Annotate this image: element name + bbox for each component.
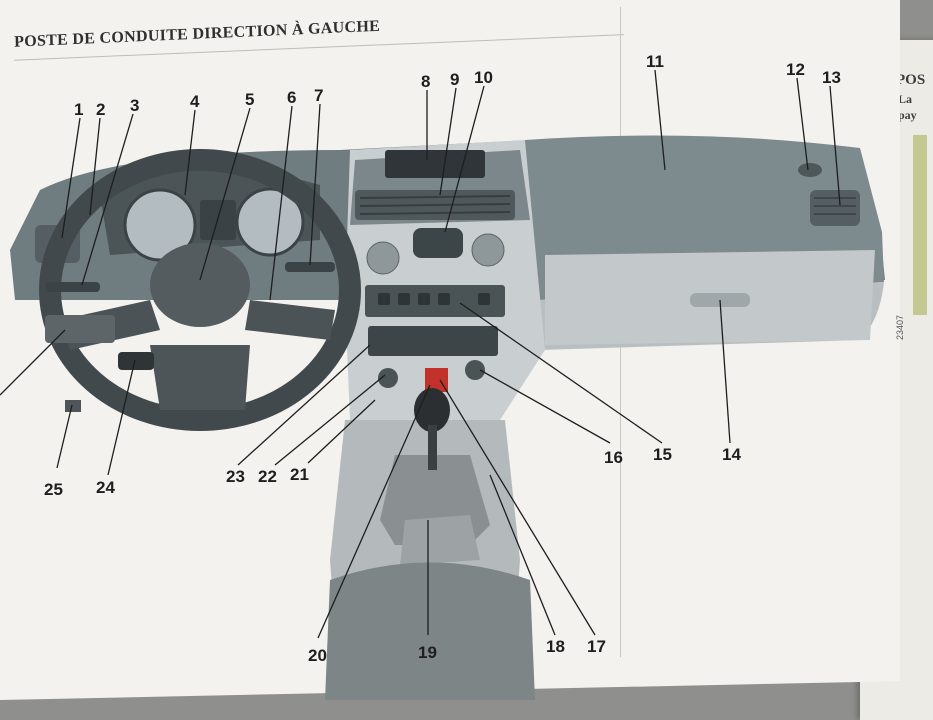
callout-1: 1 (74, 100, 84, 119)
handbrake (400, 515, 480, 565)
right-air-vent (810, 190, 860, 226)
right-stalk (285, 262, 335, 272)
callout-24: 24 (96, 478, 115, 497)
lock-button (465, 360, 485, 380)
left-control-pad (45, 315, 115, 343)
left-stalk (45, 282, 100, 292)
callout-13: 13 (822, 68, 841, 87)
callout-22: 22 (258, 467, 277, 486)
hvac-knob-right (471, 233, 505, 267)
bonnet-release (65, 400, 81, 412)
armrest (325, 562, 535, 700)
figure-reference: 23407 (895, 314, 905, 340)
next-page-line-2: pay (898, 108, 917, 122)
start-button (378, 368, 398, 388)
ignition-lever (118, 352, 154, 370)
callout-12: 12 (786, 60, 805, 79)
radio-buttons (378, 293, 490, 305)
callout-11: 11 (646, 52, 664, 71)
callout-7: 7 (314, 86, 324, 105)
callout-23: 23 (226, 467, 245, 486)
callout-14: 14 (722, 445, 741, 464)
next-page-heading: POS (896, 72, 926, 88)
side-vent-knob (798, 163, 822, 177)
storage-tray (368, 326, 498, 356)
callout-10: 10 (474, 68, 493, 87)
center-display (385, 150, 485, 178)
next-page-line-1: La (898, 92, 913, 106)
steering-wheel-hub (150, 243, 250, 327)
callout-8: 8 (421, 72, 431, 91)
gear-stick (428, 425, 437, 470)
hazard-switch (425, 368, 448, 392)
right-vent-slats (814, 197, 856, 215)
callout-16: 16 (604, 448, 623, 467)
callout-21: 21 (290, 465, 309, 484)
callout-5: 5 (245, 90, 255, 109)
callout-18: 18 (546, 637, 565, 656)
callout-4: 4 (190, 92, 200, 111)
dashboard-illustration (0, 69, 885, 700)
callout-2: 2 (96, 100, 106, 119)
callout-20: 20 (308, 646, 327, 665)
callout-6: 6 (287, 88, 297, 107)
callout-17: 17 (587, 637, 606, 656)
tachometer (235, 187, 305, 257)
hvac-knob-left (366, 241, 400, 275)
leader-lines (0, 69, 841, 639)
callout-9: 9 (450, 70, 460, 89)
steering-column (150, 345, 250, 410)
callout-19: 19 (418, 643, 437, 662)
gear-knob (414, 388, 450, 432)
callout-3: 3 (130, 96, 140, 115)
callout-25: 25 (44, 480, 63, 499)
steering-spoke-right (245, 300, 335, 340)
callout-15: 15 (653, 445, 672, 464)
next-page-color-strip (913, 135, 927, 315)
center-vent-slats (359, 195, 511, 215)
hvac-display (413, 228, 463, 258)
